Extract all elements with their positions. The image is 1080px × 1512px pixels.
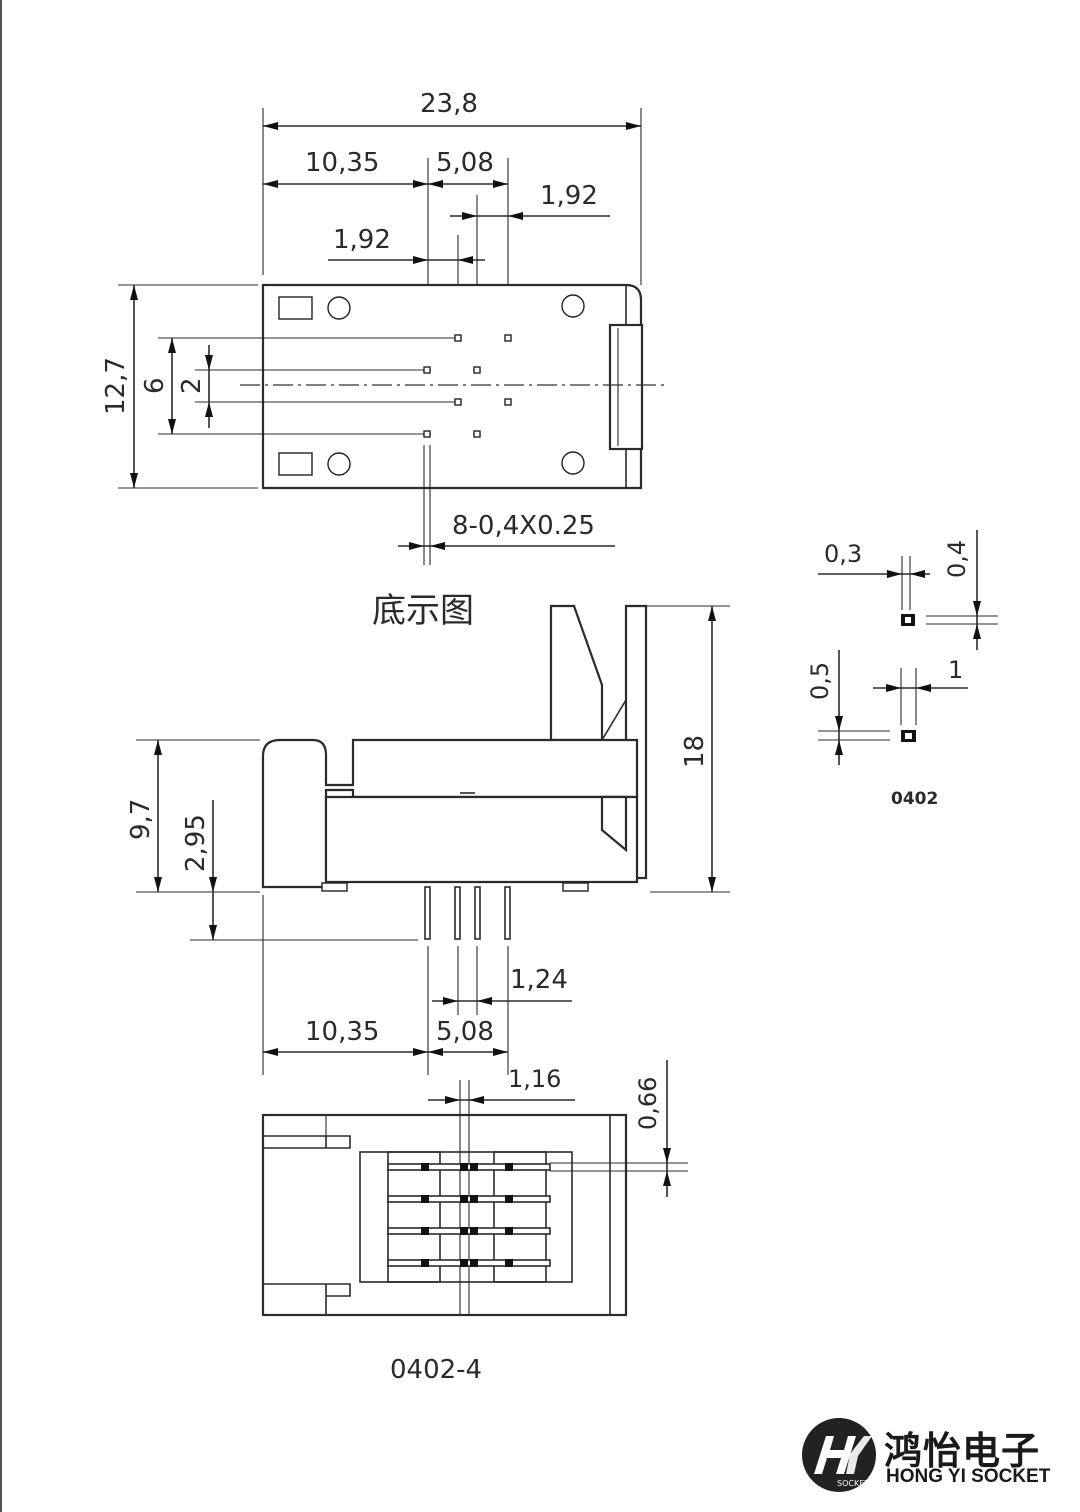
page-edge-line (0, 0, 2, 1512)
pin-3 (474, 886, 481, 940)
bottom-view: 1,16 (261, 1060, 688, 1385)
dim-stagger-right: 1,92 (540, 181, 598, 211)
top-view: 23,8 10,35 5,08 1,92 1,92 (101, 89, 665, 631)
caption-bottom-view: 底示图 (372, 591, 474, 631)
bottom-left-hole (327, 452, 351, 476)
pin-1 (424, 886, 431, 940)
pin-row-2 (387, 1195, 551, 1203)
dim-gap-vertical: 0,5 (806, 662, 834, 700)
dim-slot-width: 1,16 (508, 1065, 561, 1093)
logo-name-cn: 鸿怡电子 (884, 1429, 1041, 1473)
dim-height: 12,7 (101, 357, 131, 415)
bottom-view-label: 0402-4 (390, 1355, 482, 1385)
pin-4 (504, 886, 511, 940)
logo-name-en: HONG YI SOCKET (886, 1466, 1051, 1487)
dim-gap-horizontal: 1 (948, 656, 963, 684)
pin-row-3 (387, 1227, 551, 1235)
package-detail: 0,3 0,4 1 0,5 0402 (806, 530, 998, 809)
dim-offset-left: 10,35 (305, 148, 379, 178)
dim-pad-height: 0,4 (943, 540, 971, 578)
dim-pad-width: 0,3 (824, 540, 862, 568)
dim-stagger-left: 1,92 (333, 225, 391, 255)
lid (549, 604, 604, 742)
dim-body-height: 9,7 (126, 799, 156, 840)
top-left-hole (327, 296, 351, 320)
dim-row-span: 6 (140, 377, 170, 394)
bottom-left-slot (278, 452, 313, 476)
side-view: 18 9,7 2,95 1,24 10,35 5,08 (126, 604, 730, 1075)
latch-edge (608, 323, 644, 451)
dim-pin-row-gap: 0,66 (634, 1077, 662, 1130)
hy-logo-icon: SOCKET (802, 1418, 876, 1492)
bottom-right-hole (561, 451, 585, 475)
dim-pad-note: 8-0,4X0.25 (452, 511, 595, 541)
logo-mark-text: SOCKET (837, 1479, 869, 1488)
dim-side-pin-pitch: 5,08 (436, 1017, 494, 1047)
dim-side-offset-left: 10,35 (305, 1017, 379, 1047)
dim-total-height: 18 (680, 735, 710, 768)
dim-overall-width: 23,8 (420, 89, 478, 119)
pin-row-1 (387, 1163, 551, 1171)
pin-row-4 (387, 1259, 551, 1267)
dim-pin-length: 2,95 (181, 814, 211, 872)
pin-2 (454, 886, 461, 940)
package-label: 0402 (891, 789, 938, 809)
dim-row-gap: 2 (177, 377, 207, 394)
top-left-slot (278, 296, 313, 320)
company-logo: SOCKET 鸿怡电子 HONG YI SOCKET (800, 1414, 1062, 1498)
dim-pin-gap: 1,24 (510, 965, 568, 995)
top-right-hole (561, 294, 585, 318)
dim-pin-pitch: 5,08 (436, 148, 494, 178)
